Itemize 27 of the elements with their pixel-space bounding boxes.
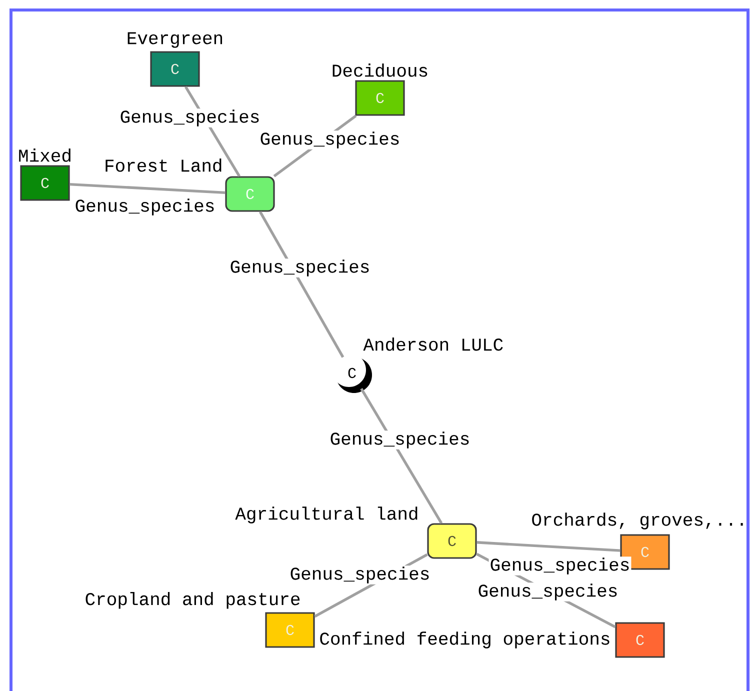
- class-box: Cropland and pasture C: [86, 592, 315, 648]
- node-label: Agricultural land: [235, 506, 418, 524]
- edge-label: Genus_species: [74, 198, 216, 216]
- node-label: Mixed: [19, 148, 70, 162]
- node-label: Deciduous: [332, 64, 428, 77]
- edge-label: Genus_species: [118, 108, 262, 128]
- class-box: Agricultural land C: [235, 506, 477, 559]
- edge-label: Genus_species: [488, 556, 632, 576]
- connector: [476, 541, 620, 552]
- connector: [70, 182, 226, 194]
- node-label: Cropland and pasture: [86, 592, 300, 609]
- edge-label: Genus_species: [228, 258, 372, 278]
- node-label: Evergreen: [128, 32, 222, 48]
- edge-label: Genus_species: [476, 582, 620, 602]
- node-label: Forest Land: [106, 158, 222, 172]
- node-label: Orchards, groves,...: [532, 512, 743, 530]
- edge-label: Genus_species: [288, 566, 432, 584]
- class-box: Evergreen C: [128, 32, 222, 87]
- edge-label: Genus_species: [328, 430, 472, 450]
- node-label: Anderson LULC: [363, 338, 503, 351]
- crescent-node: Anderson LULC C: [332, 338, 503, 393]
- edge-label: Genus_species: [258, 130, 402, 150]
- connector: [258, 211, 344, 358]
- class-box: Mixed C: [19, 148, 70, 201]
- class-box: Confined feeding operations C: [320, 622, 665, 658]
- class-box: Deciduous C: [332, 64, 428, 116]
- node-label: Confined feeding operations: [320, 632, 610, 648]
